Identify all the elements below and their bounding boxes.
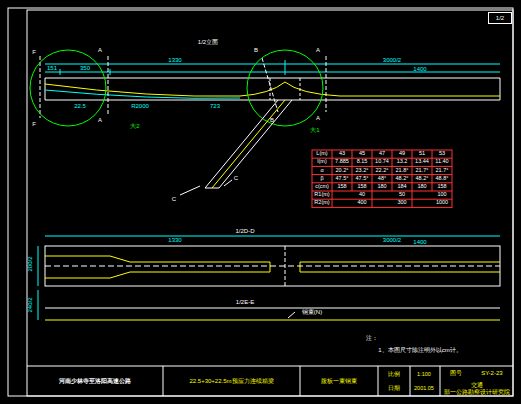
node-text: 河南少林寺至洛阳高速公路 <box>59 378 131 385</box>
dimension-label: 大2 <box>130 123 139 129</box>
dimension-label: A <box>98 47 102 53</box>
dimension-label: 1330 <box>168 57 181 63</box>
table-cell: R1(m) <box>314 192 329 198</box>
title-cell: 比例1:100 日期2001.05 <box>378 366 440 396</box>
dimension-label: 1/2D-D <box>235 228 254 234</box>
title-cell: 腹板一束钢束 <box>300 366 378 396</box>
node-text: 部一公路勘察设计研究院 <box>444 389 510 396</box>
dimension-label: C <box>234 175 238 181</box>
table-cell: 50 <box>399 192 405 198</box>
dimension-label: R2000 <box>131 103 149 109</box>
node-text: 1/2 <box>496 15 504 22</box>
dimension-label: B <box>270 117 274 123</box>
table-cell: 48.8° <box>436 176 449 182</box>
dimension-label: 1400 <box>413 66 426 72</box>
table-cell: 21.8° <box>396 168 409 174</box>
table-cell: 49 <box>399 151 405 157</box>
table-cell: 158 <box>437 184 446 190</box>
title-cell: 交通部一公路勘察设计研究院 <box>440 381 513 396</box>
dimension-label: C <box>172 196 176 202</box>
node-text: 腹板一束钢束 <box>321 378 357 385</box>
dimension-label: 3000/2 <box>383 57 401 63</box>
table-cell: 22.2° <box>376 168 389 174</box>
node-text: 图号 <box>450 370 462 377</box>
dimension-label: 350 <box>80 65 90 71</box>
table-cell: 47 <box>379 151 385 157</box>
table-cell: 400 <box>357 201 366 207</box>
dimension-label: 钢束(N) <box>302 309 322 315</box>
table-cell: 53 <box>439 151 445 157</box>
table-cell: 48.2° <box>416 176 429 182</box>
table-cell: R2(m) <box>314 201 329 207</box>
dimension-label: F <box>32 49 36 55</box>
title-cell: 图号 SY-2-23 <box>440 366 513 381</box>
table-cell: 40 <box>359 192 365 198</box>
table-cell: 300 <box>397 201 406 207</box>
node-text: 交通 <box>471 382 483 389</box>
dimension-label: 1330 <box>168 237 181 243</box>
table-cell: 21.7° <box>416 168 429 174</box>
table-cell: 7.885 <box>335 160 349 166</box>
title-cell: 河南少林寺至洛阳高速公路 <box>27 366 163 396</box>
table-cell: 180 <box>377 184 386 190</box>
table-cell: 180 <box>417 184 426 190</box>
dimension-label: A <box>316 115 320 121</box>
table-cell: c(cm) <box>315 184 329 190</box>
table-cell: 13.2 <box>397 160 408 166</box>
table-cell: 21.7° <box>436 168 449 174</box>
dimension-label: 1400 <box>413 239 426 245</box>
table-cell: β <box>320 176 323 182</box>
node-text: 2001.05 <box>410 385 439 391</box>
page-box: 1/2 <box>488 12 512 24</box>
node-text: SY-2-23 <box>481 370 502 377</box>
table-cell: 158 <box>357 184 366 190</box>
node-text: 1:100 <box>410 371 439 377</box>
table-cell: 8.15 <box>357 160 368 166</box>
table-cell: 184 <box>397 184 406 190</box>
table-cell: l(m) <box>317 160 326 166</box>
dimension-label: 723 <box>210 103 220 109</box>
node-text: 比例 <box>380 371 409 377</box>
node-text: 日期 <box>380 385 409 391</box>
title-cell: 22.5+30+22.5m预应力连续箱梁 <box>163 366 300 396</box>
dimension-label: B <box>254 47 258 53</box>
table-cell: 48.2° <box>396 176 409 182</box>
dimension-label: 240/2 <box>27 297 33 312</box>
table-cell: 10.74 <box>375 160 389 166</box>
table-cell: 43 <box>339 151 345 157</box>
table-cell: 51 <box>419 151 425 157</box>
table-cell: 23.2° <box>356 168 369 174</box>
table-cell: 47.5° <box>356 176 369 182</box>
table-cell: 20.2° <box>336 168 349 174</box>
table-cell: 1000 <box>436 201 448 207</box>
dimension-label: 200/2 <box>27 256 33 271</box>
table-cell: 48° <box>378 176 386 182</box>
dimension-label: A <box>98 117 102 123</box>
dimension-label: 1/2E-E <box>236 299 254 305</box>
table-cell: α <box>320 168 323 174</box>
dimension-label: 1、本图尺寸除注明外以cm计。 <box>378 347 461 353</box>
table-cell: 47.5° <box>336 176 349 182</box>
dimension-label: 1/2立面 <box>198 39 218 45</box>
dimension-label: 151 <box>47 65 57 71</box>
table-cell: 158 <box>337 184 346 190</box>
dimension-label: 注： <box>366 335 378 341</box>
dimension-label: F <box>32 121 36 127</box>
table-cell: 11.40 <box>435 160 448 166</box>
node-text: 22.5+30+22.5m预应力连续箱梁 <box>189 378 273 385</box>
table-cell: 45 <box>359 151 365 157</box>
dimension-label: A <box>316 47 320 53</box>
dimension-label: 22.5 <box>74 103 86 109</box>
table-cell: 13.44 <box>415 160 429 166</box>
table-cell: 100 <box>437 192 446 198</box>
table-cell: L(m) <box>316 151 327 157</box>
dimension-label: 大1 <box>310 127 319 133</box>
dimension-label: 3000/2 <box>383 237 401 243</box>
